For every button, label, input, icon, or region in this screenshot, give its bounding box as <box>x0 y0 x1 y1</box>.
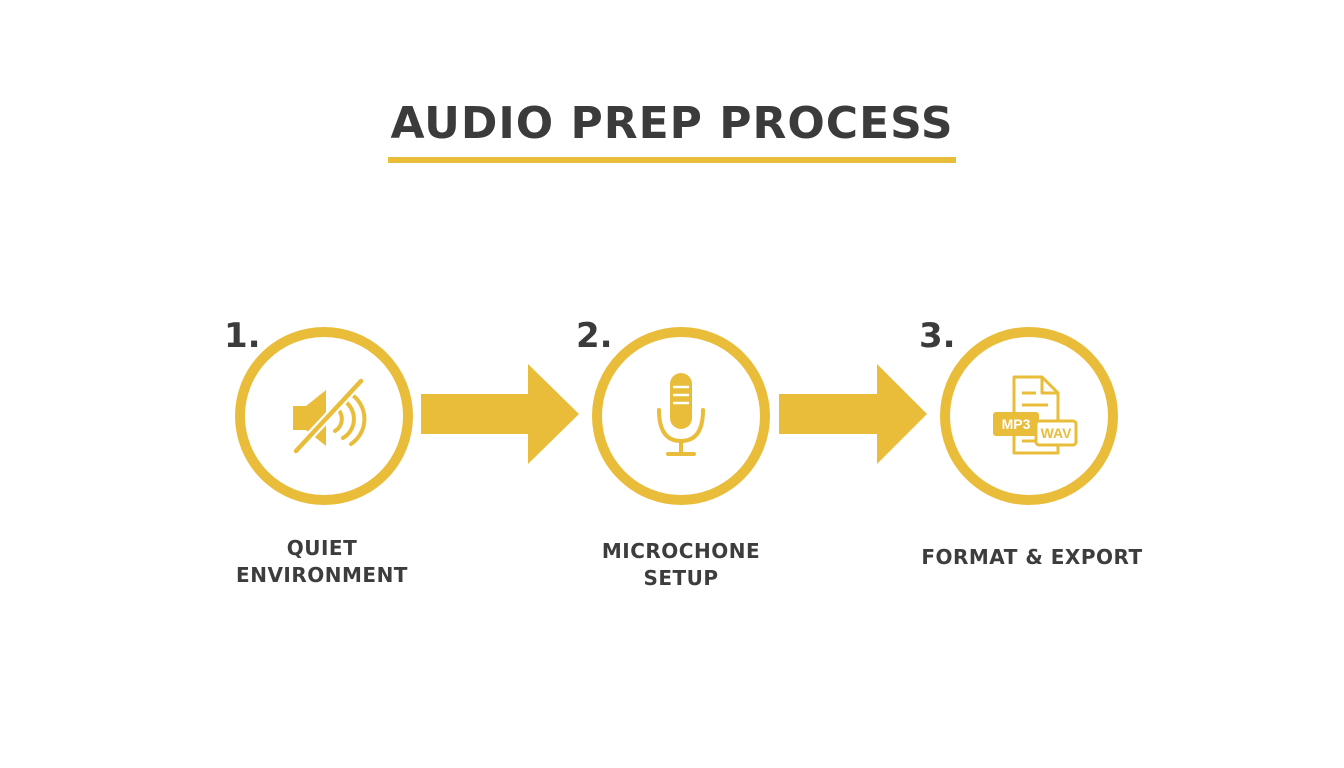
step-2-circle <box>592 327 770 505</box>
step-1-label-line-1: QUIET <box>286 536 358 560</box>
step-1-label: QUIET ENVIRONMENT <box>202 535 442 589</box>
step-2-label-line-2: SETUP <box>643 566 719 590</box>
title-container: AUDIO PREP PROCESS <box>0 98 1344 163</box>
step-arrow-1 <box>421 364 579 464</box>
step-3-number: 3. <box>919 316 956 356</box>
audio-file-format-icon: MP3 WAV <box>993 375 1078 455</box>
step-1-circle <box>235 327 413 505</box>
step-1-label-line-2: ENVIRONMENT <box>236 563 408 587</box>
step-3-circle: MP3 WAV <box>940 327 1118 505</box>
microphone-icon <box>657 373 705 456</box>
wav-tag-label: WAV <box>1041 425 1073 441</box>
step-2-number: 2. <box>576 316 613 356</box>
mp3-tag-label: MP3 <box>1002 416 1031 432</box>
step-3-label-line-1: FORMAT & EXPORT <box>921 545 1143 569</box>
page-title: AUDIO PREP PROCESS <box>388 98 956 163</box>
step-1-number: 1. <box>224 316 261 356</box>
step-arrow-2 <box>779 364 927 464</box>
muted-speaker-icon <box>291 376 367 456</box>
step-2-label-line-1: MICROCHONE <box>601 539 761 563</box>
step-3-label: FORMAT & EXPORT <box>892 544 1172 571</box>
step-2-label: MICROCHONE SETUP <box>561 538 801 592</box>
